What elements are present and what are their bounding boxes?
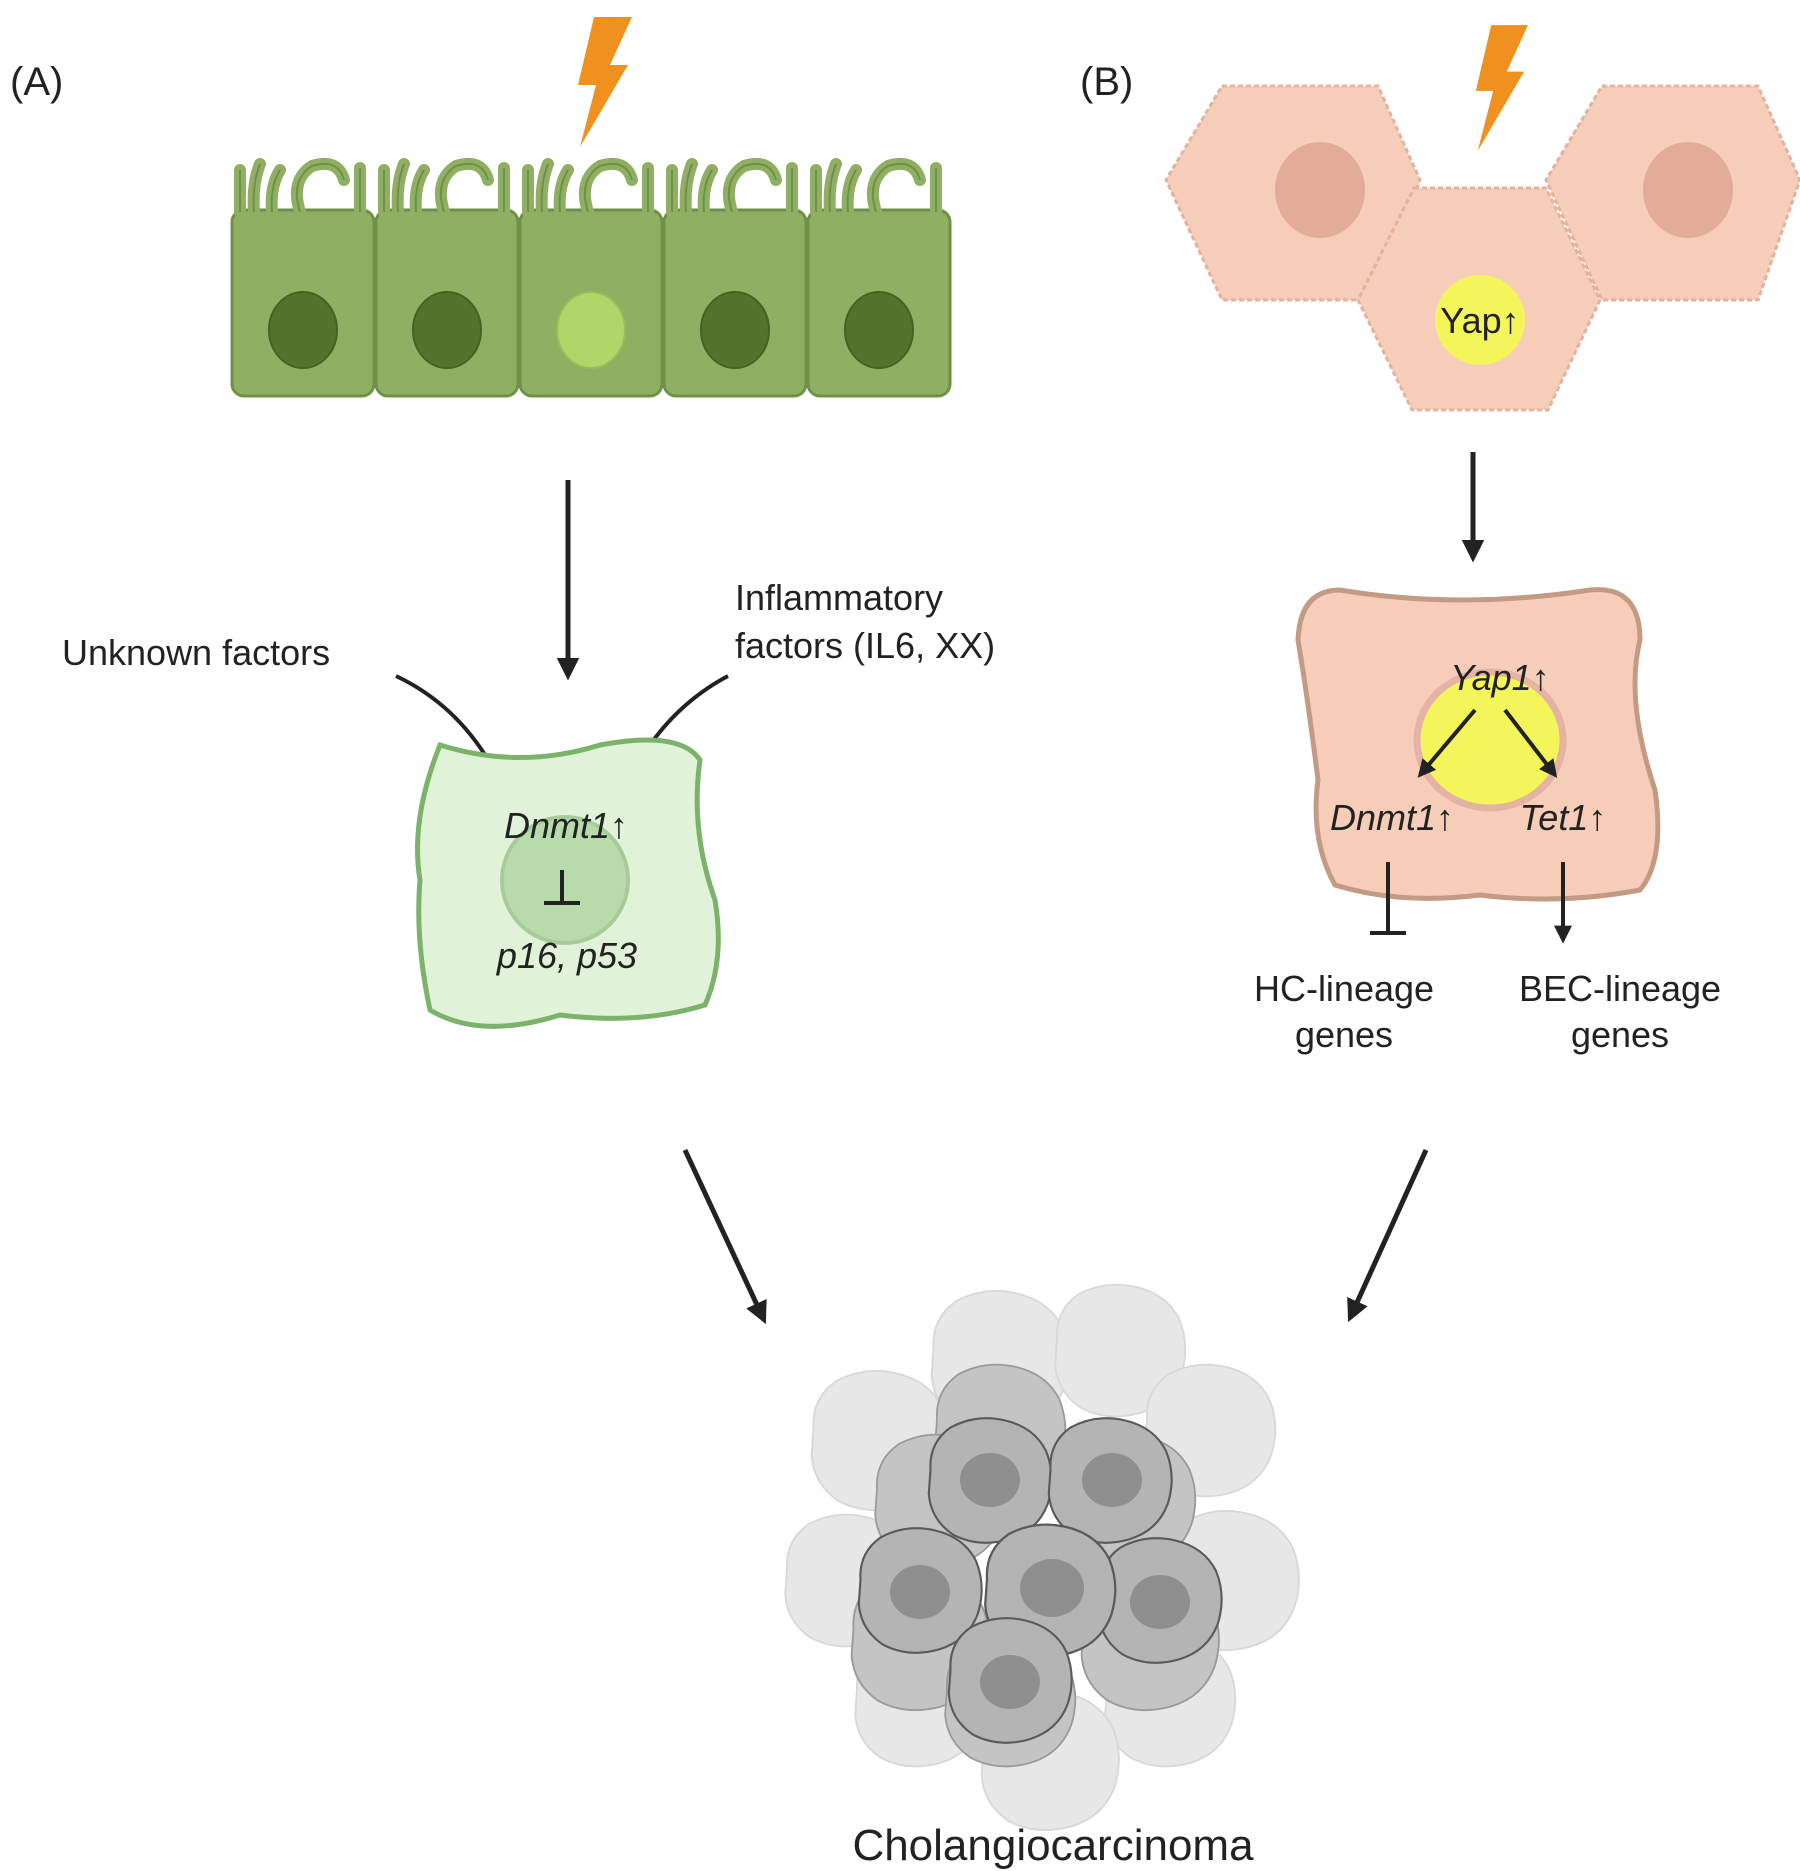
arrow-yap1-tet1-icon — [1503, 708, 1558, 778]
cholangiocarcinoma-label: Cholangiocarcinoma — [852, 1821, 1254, 1870]
dnmt1-b-label: Dnmt1↑ — [1330, 797, 1454, 838]
yap1-label: Yap1↑ — [1450, 657, 1549, 698]
yap-nucleus — [1435, 275, 1525, 365]
epithelial-cell — [230, 157, 376, 398]
hepatocyte-left-nucleus — [1275, 142, 1365, 238]
arrow-yap1-dnmt1-icon — [1417, 708, 1477, 778]
nucleus — [268, 291, 338, 369]
dnmt1-a-label: Dnmt1↑ — [504, 805, 628, 846]
epithelial-cell — [374, 157, 520, 398]
hc-lineage-label-line2: genes — [1295, 1014, 1393, 1055]
epithelial-cell — [806, 157, 952, 398]
inflammatory-factors-label-line2: factors (IL6, XX) — [735, 625, 995, 666]
bec-lineage-label-line1: BEC-lineage — [1519, 968, 1721, 1009]
arrow-a-to-tumor-icon — [682, 1148, 767, 1325]
panel-b-label: (B) — [1080, 60, 1133, 104]
epithelial-cell — [662, 157, 808, 398]
nucleus — [844, 291, 914, 369]
columnar-epithelium — [230, 157, 952, 398]
hc-lineage-label-line1: HC-lineage — [1254, 968, 1434, 1009]
nucleus — [412, 291, 482, 369]
arrow-b-to-tumor-icon — [1347, 1148, 1429, 1323]
nucleus-a — [500, 815, 630, 945]
hepatocyte-cluster: Yap↑ — [1164, 84, 1800, 412]
lightning-icon — [578, 17, 632, 147]
tumor-cluster-icon — [784, 1283, 1300, 1832]
epithelial-cell-activated — [518, 157, 664, 398]
bec-lineage-label-line2: genes — [1571, 1014, 1669, 1055]
inhibit-bar-icon — [1370, 862, 1406, 935]
nucleus — [700, 291, 770, 369]
inflammatory-factors-label-line1: Inflammatory — [735, 577, 943, 618]
p16-p53-label: p16, p53 — [496, 935, 637, 976]
lightning-icon — [1475, 25, 1528, 151]
hepatocyte-right-nucleus — [1643, 142, 1733, 238]
nucleus-b — [1413, 668, 1567, 812]
tet1-label: Tet1↑ — [1520, 797, 1607, 838]
nucleus-light — [556, 291, 626, 369]
panel-a-label: (A) — [10, 60, 63, 104]
unknown-factors-label: Unknown factors — [62, 632, 330, 673]
inhibit-bar-icon — [544, 870, 580, 905]
yap-label: Yap↑ — [1440, 300, 1519, 341]
